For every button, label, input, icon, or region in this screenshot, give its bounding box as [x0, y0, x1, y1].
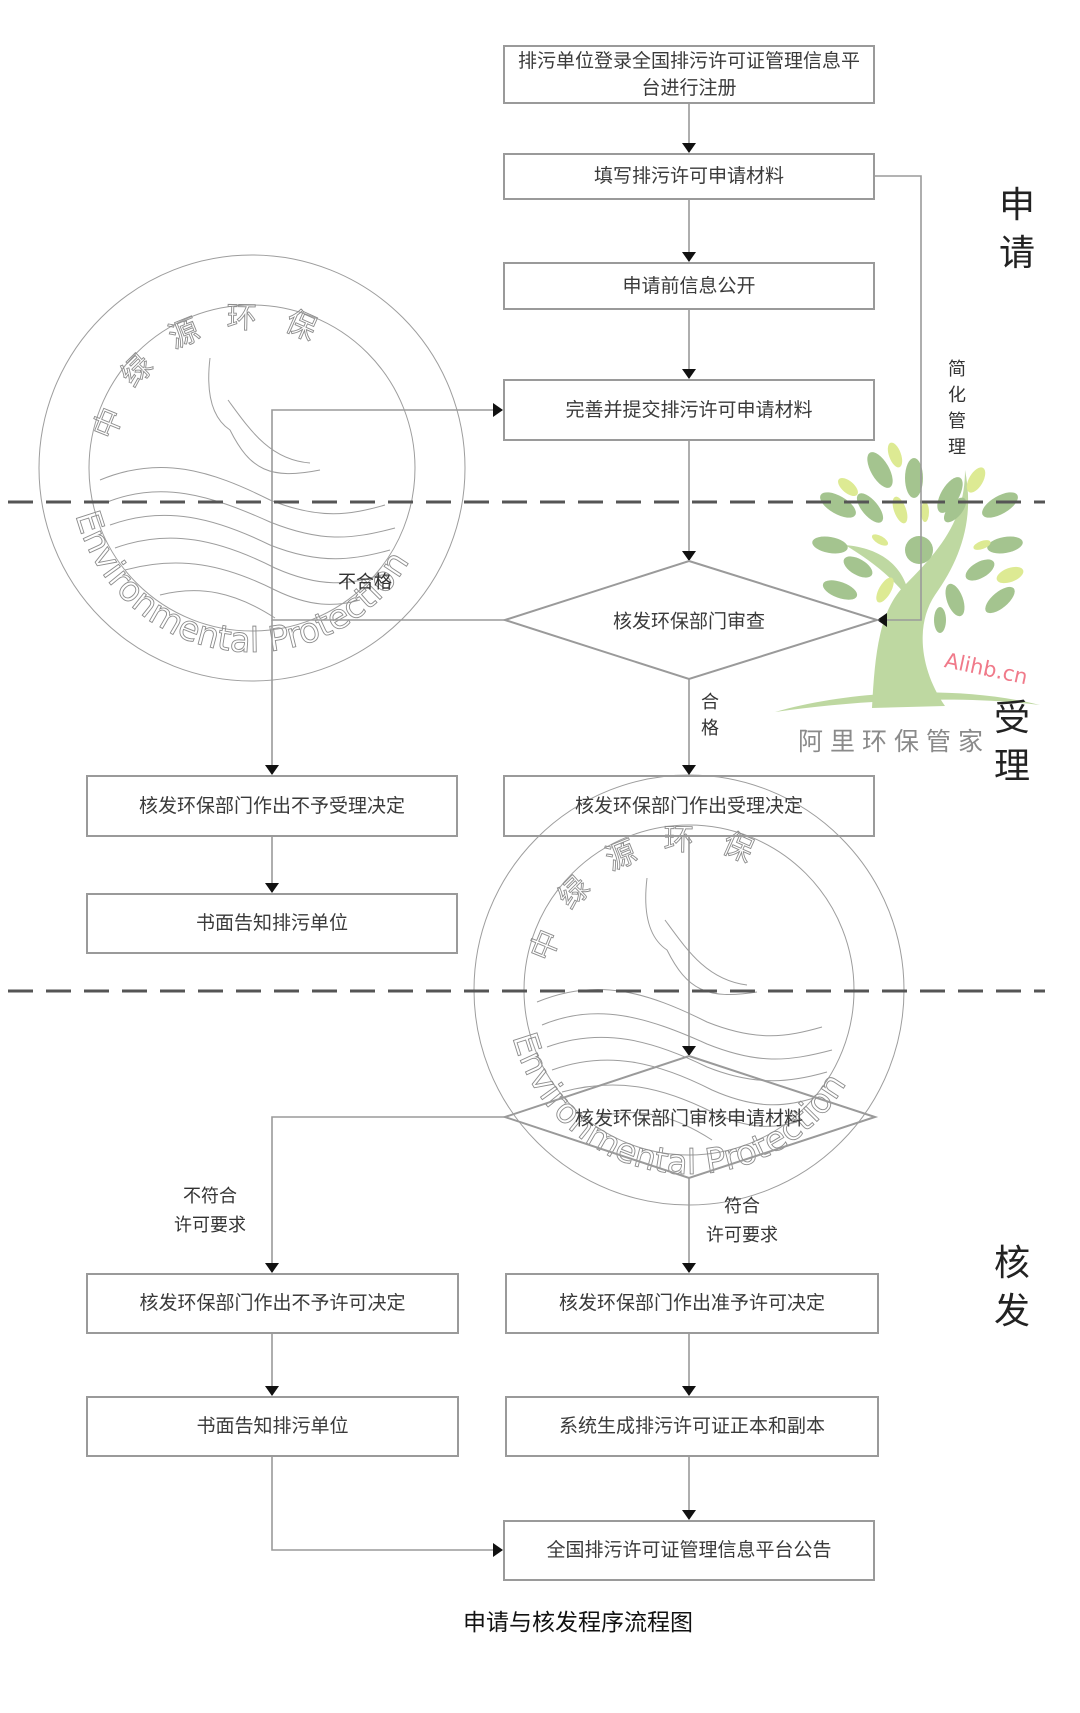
step-publish: 全国排污许可证管理信息平台公告 [503, 1520, 875, 1581]
edge-label-unqualified: 不合格 [338, 572, 392, 593]
step-publish-label: 全国排污许可证管理信息平台公告 [546, 1539, 832, 1561]
edge-label-compliant-2: 许可要求 [706, 1225, 778, 1246]
section-label-apply: 申请 [998, 185, 1035, 274]
step-register: 排污单位登录全国排污许可证管理信息平台进行注册 [503, 45, 875, 104]
logo-name-watermark: 阿里环保管家 [798, 727, 991, 756]
arrow-notify-to-publish [271, 1457, 503, 1557]
decision-audit-label: 核发环保部门审核申请材料 [574, 1107, 804, 1130]
step-grant-permit-label: 核发环保部门作出准予许可决定 [558, 1292, 825, 1314]
figure-caption: 申请与核发程序流程图 [463, 1610, 693, 1636]
edge-label-compliant-1: 符合 [724, 1196, 760, 1217]
step-deny-permit-label: 核发环保部门作出不予许可决定 [139, 1292, 406, 1314]
edge-label-qualified: 合格 [701, 692, 719, 739]
edge-label-simplified: 简化管理 [948, 359, 966, 458]
edge-label-not-compliant-2: 许可要求 [174, 1215, 246, 1236]
tree-logo [775, 442, 1040, 712]
step-reject-accept-label: 核发环保部门作出不予受理决定 [138, 794, 405, 817]
arrow-not-compliant [265, 1116, 505, 1273]
step-generate-label: 系统生成排污许可证正本和副本 [558, 1415, 825, 1437]
decision-review [501, 559, 881, 681]
step-reject-accept: 核发环保部门作出不予受理决定 [86, 775, 458, 837]
seal-text-cn: 中绿源环保 [87, 301, 346, 444]
step-submit: 完善并提交排污许可申请材料 [503, 379, 875, 441]
step-accept: 核发环保部门作出受理决定 [503, 775, 875, 837]
step-accept-label: 核发环保部门作出受理决定 [574, 794, 803, 817]
step-disclose: 申请前信息公开 [503, 262, 875, 310]
arrow-unqualified-return [271, 403, 505, 621]
step-fill-label: 填写排污许可申请材料 [593, 165, 784, 187]
step-notify-deny: 书面告知排污单位 [86, 1396, 459, 1457]
step-fill: 填写排污许可申请材料 [503, 153, 875, 200]
step-generate: 系统生成排污许可证正本和副本 [505, 1396, 879, 1457]
step-grant-permit: 核发环保部门作出准予许可决定 [505, 1273, 879, 1334]
step-notify-reject: 书面告知排污单位 [86, 893, 458, 954]
step-register-label: 排污单位登录全国排污许可证管理信息平台进行注册 [517, 49, 860, 99]
seal-watermark [38, 254, 466, 682]
decision-review-label: 核发环保部门审查 [612, 610, 766, 633]
step-disclose-label: 申请前信息公开 [622, 274, 756, 297]
step-deny-permit: 核发环保部门作出不予许可决定 [86, 1273, 459, 1334]
step-notify-reject-label: 书面告知排污单位 [195, 912, 348, 934]
section-label-accept: 受理 [993, 698, 1030, 787]
decision-audit [501, 1054, 879, 1180]
step-notify-deny-label: 书面告知排污单位 [196, 1415, 349, 1437]
section-label-issue: 核发 [993, 1243, 1030, 1332]
edge-label-not-compliant-1: 不符合 [183, 1186, 237, 1207]
arrow-simplified [875, 175, 922, 627]
seal-text-cn: 中绿源环保 [524, 823, 783, 966]
step-submit-label: 完善并提交排污许可申请材料 [565, 398, 813, 421]
